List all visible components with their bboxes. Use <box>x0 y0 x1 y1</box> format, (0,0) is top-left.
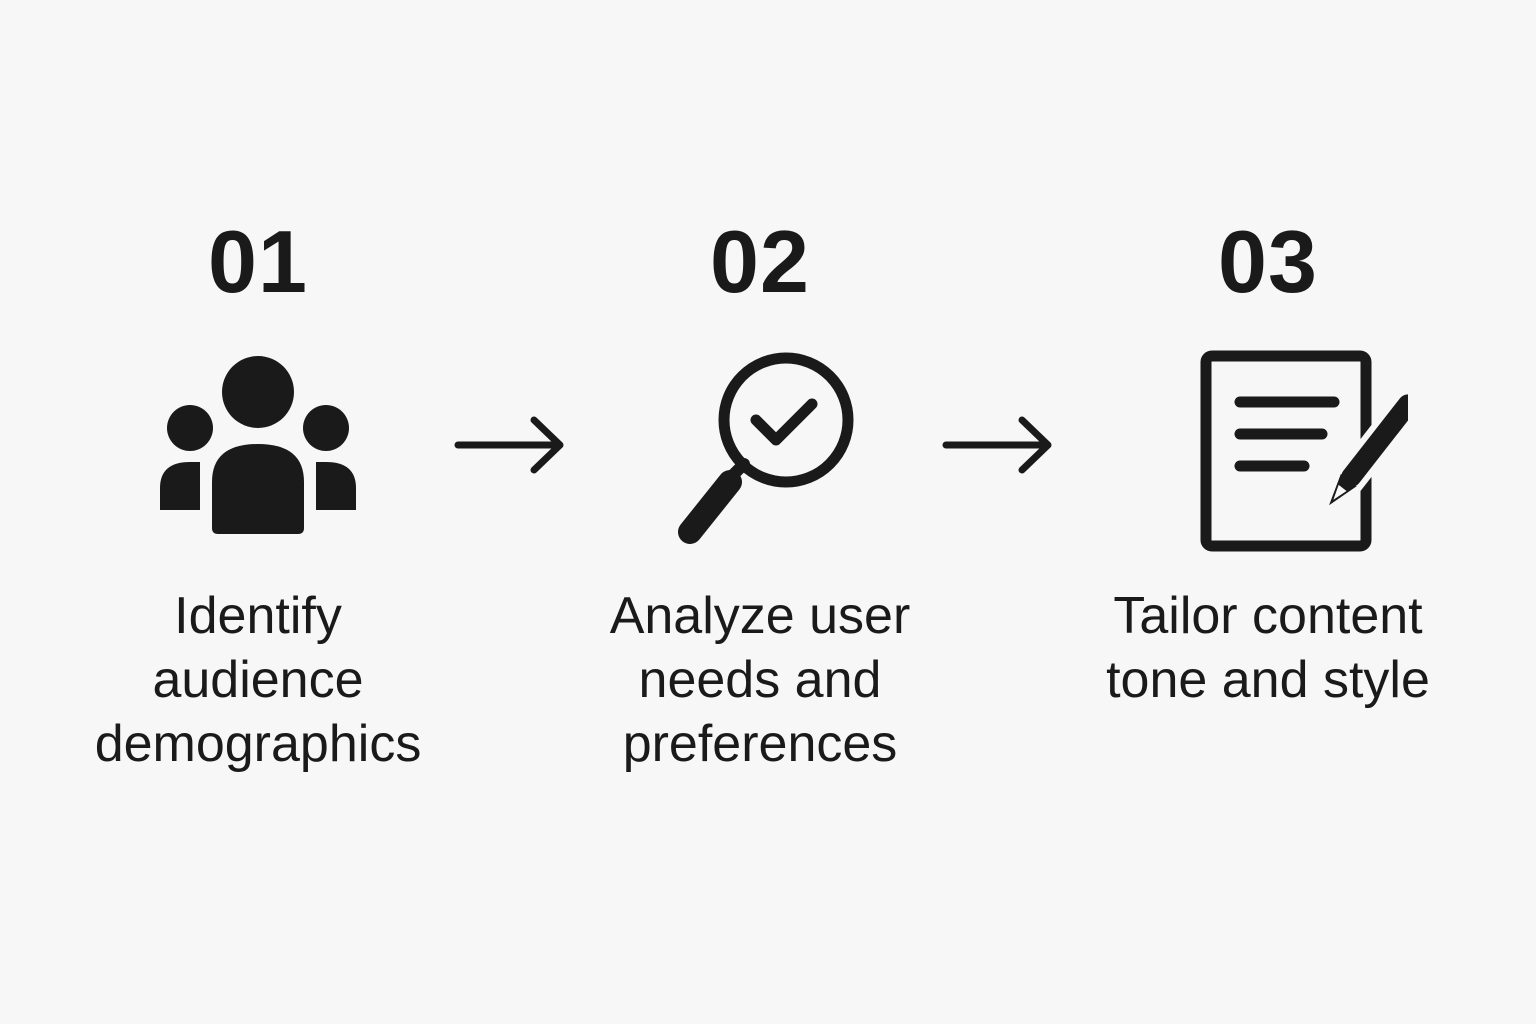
arrow-right-icon <box>940 410 1060 480</box>
step-2-label: Analyze user needs and preferences <box>609 587 911 773</box>
step-1-number: 01 <box>208 212 308 311</box>
arrow-right-icon <box>452 410 572 480</box>
step-3-number: 03 <box>1218 212 1318 311</box>
magnifier-check-icon <box>620 340 900 560</box>
step-1-label: Identify audience demographics <box>94 587 422 773</box>
step-2-number: 02 <box>710 212 810 311</box>
step-3-label: Tailor content tone and style <box>1106 587 1430 709</box>
document-pen-icon <box>1128 340 1408 560</box>
users-group-icon <box>118 340 398 560</box>
